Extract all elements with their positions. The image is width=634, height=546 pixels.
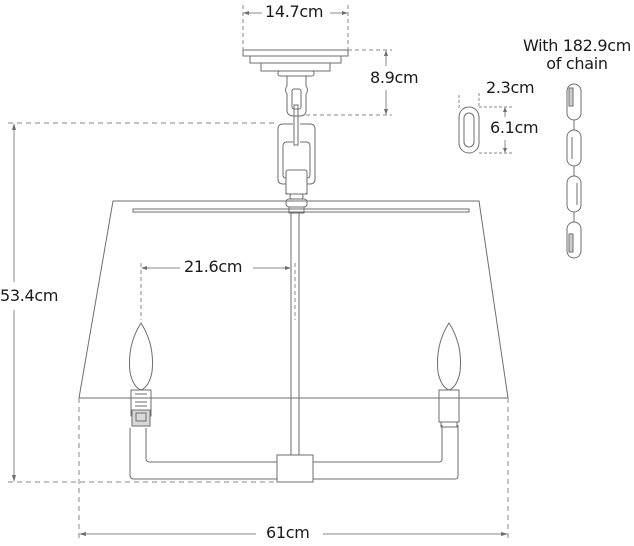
center-stem xyxy=(290,213,300,455)
arrowheads xyxy=(12,11,508,536)
overall-height-dimension xyxy=(8,122,278,483)
shade xyxy=(78,200,509,399)
canopy-height-label: 8.9cm xyxy=(370,68,419,87)
link-width-label: 2.3cm xyxy=(486,78,535,97)
overall-height-label: 53.4cm xyxy=(0,286,59,305)
arm-reach-label: 21.6cm xyxy=(184,257,243,276)
chain-length-note-line1: With 182.9cm xyxy=(522,36,631,55)
link-housing xyxy=(277,123,316,214)
right-arm xyxy=(313,425,459,480)
canopy xyxy=(242,49,349,77)
canopy-width-label: 14.7cm xyxy=(265,2,324,21)
chain-illustration xyxy=(566,83,582,259)
chain-link-detail xyxy=(458,106,480,154)
center-hub xyxy=(276,454,314,483)
link-height-label: 6.1cm xyxy=(490,118,539,137)
chain-length-note-line2: of chain xyxy=(546,54,608,73)
left-candle-bulb xyxy=(129,322,153,427)
canopy-height-dimension xyxy=(306,49,392,116)
overall-width-dimension xyxy=(78,398,509,540)
right-candle-bulb xyxy=(437,322,461,428)
chain-connector xyxy=(285,76,308,146)
overall-width-label: 61cm xyxy=(266,523,310,542)
left-arm xyxy=(129,428,277,480)
arm-reach-dimension xyxy=(140,263,296,320)
